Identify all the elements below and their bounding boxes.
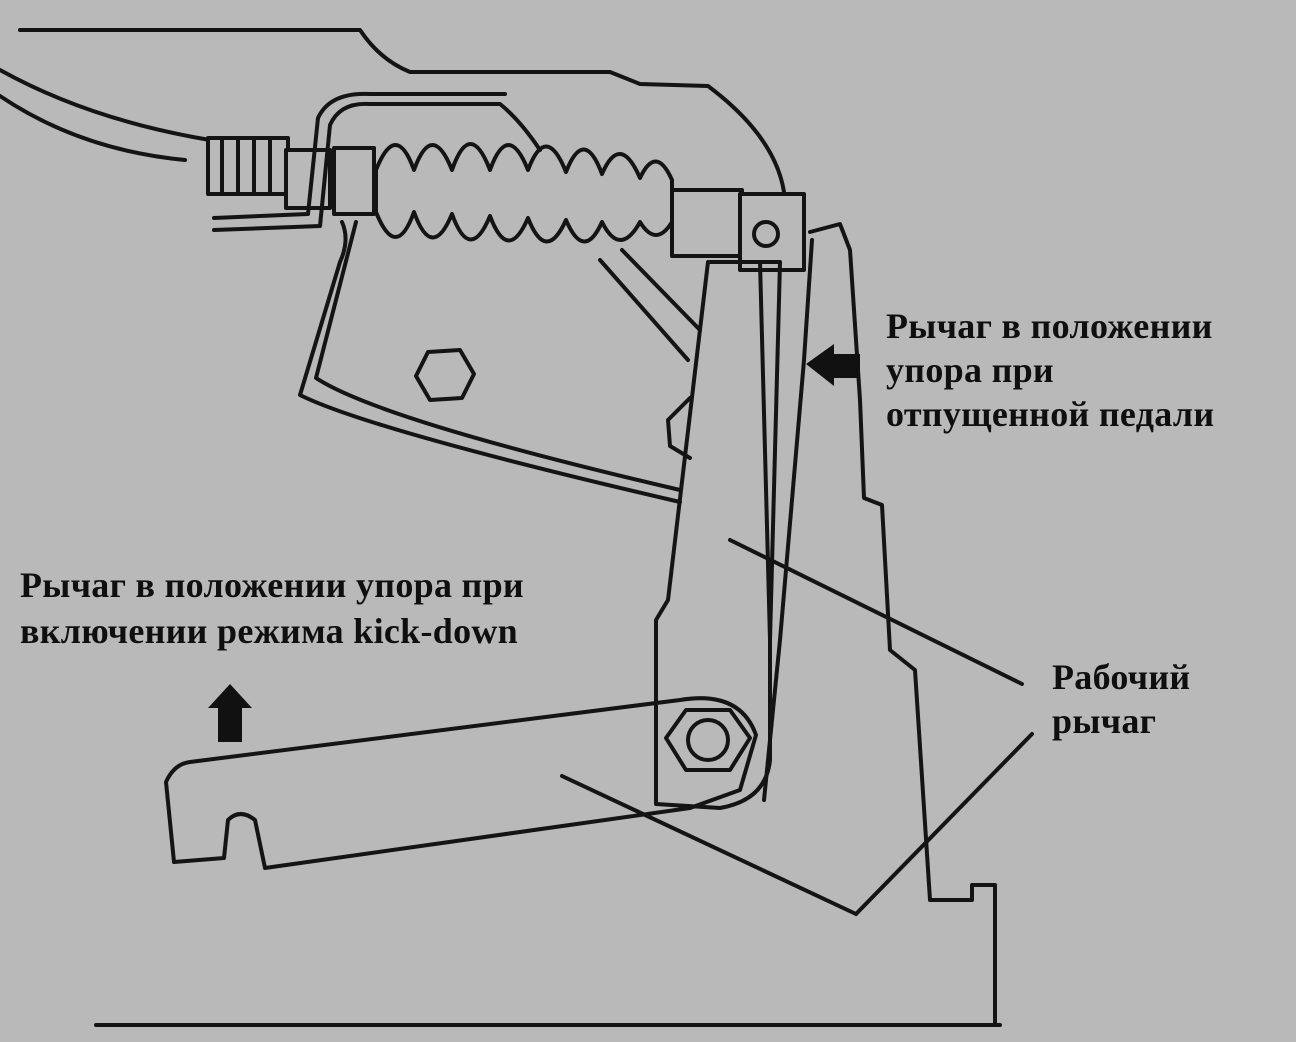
mounting-bracket bbox=[212, 101, 542, 232]
bracket-tab bbox=[666, 396, 692, 460]
arrow-left-icon bbox=[806, 344, 860, 386]
bracket-bolt-hex bbox=[414, 348, 476, 402]
rod-end-clevis bbox=[738, 192, 806, 272]
leader-working-upper bbox=[728, 538, 1024, 686]
label-line: Рычаг в положении упора при bbox=[20, 565, 524, 605]
label-line: рычаг bbox=[1052, 701, 1157, 741]
bracket-arm bbox=[298, 220, 682, 504]
leader-working-lower bbox=[560, 774, 858, 916]
pivot-bolt bbox=[686, 718, 730, 762]
rod-end bbox=[670, 188, 744, 258]
cable-sheath-inner bbox=[0, 68, 212, 142]
rubber-bellows bbox=[374, 142, 674, 244]
housing-outline bbox=[18, 28, 787, 202]
label-line: включении режима kick-down bbox=[20, 611, 519, 651]
label-line: отпущенной педали bbox=[886, 394, 1215, 434]
stop-plate bbox=[808, 222, 997, 1027]
bracket-edge bbox=[598, 258, 690, 362]
kickdown-lever bbox=[164, 696, 758, 870]
label-released-pedal-stop: Рычаг в положении упора при отпущенной п… bbox=[886, 304, 1214, 436]
pivot-nut bbox=[664, 708, 752, 772]
clevis-pin bbox=[752, 220, 780, 248]
label-line: Рабочий bbox=[1052, 657, 1191, 697]
label-kickdown-stop: Рычаг в положении упора при включении ре… bbox=[20, 562, 524, 654]
adjust-nut bbox=[332, 146, 376, 216]
label-line: упора при bbox=[886, 350, 1054, 390]
arrow-up-icon bbox=[208, 684, 252, 742]
label-working-lever: Рабочий рычаг bbox=[1052, 655, 1190, 743]
leader-working-diag bbox=[854, 732, 1034, 916]
label-line: Рычаг в положении bbox=[886, 306, 1213, 346]
cable-sheath bbox=[0, 94, 187, 162]
